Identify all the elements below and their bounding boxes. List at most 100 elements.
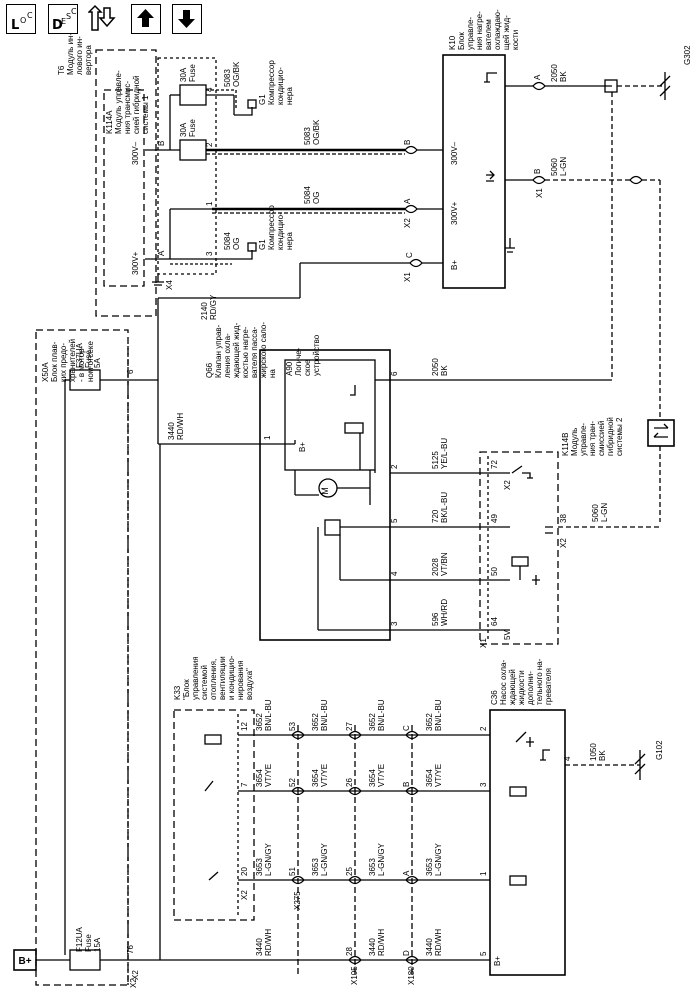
k114b-desc3: ния тран- [588,421,597,456]
desc-sub3: C [71,7,77,16]
w3652-4: 3652 [425,713,434,731]
q66-resistor [344,422,364,434]
a90-desc3: устройство [312,334,321,376]
k10-300vplus: 300V+ [450,201,459,225]
k10-box [442,54,506,289]
w3654-4: 3654 [425,769,434,787]
w3653-4-color: L-GN/GY [434,842,443,876]
w3654-3-color: VT/YE [377,764,386,787]
k114b-desc4: смиссией [597,421,606,456]
w2050-mid-color: BK [440,365,449,376]
k10-desc3: ния нагре- [475,11,484,50]
w3440-top-color: RD/WH [176,413,185,440]
w3440-b1: 3440 [255,938,264,956]
x105-25 [348,875,362,885]
pin-b: B [402,782,411,787]
w1050-color: BK [598,750,607,761]
c36-ground-int [540,749,550,761]
w3654-3: 3654 [368,769,377,787]
g102-ground [634,750,646,780]
desc-sub2: S [66,12,72,21]
pin-4-conn: 4 [205,87,214,92]
c36-desc2: ждающей [508,669,517,705]
current-flow-icon [87,4,116,31]
k114b-label: K114B [561,433,570,456]
w3654-2-color: VT/YE [320,764,329,787]
w3652-2: 3652 [311,713,320,731]
w2140-color: RD/GY [209,294,218,320]
t6-desc1: Модуль ин- [66,33,75,75]
k114b-desc5: гибридной [606,417,615,456]
current-flow-button[interactable] [87,4,118,34]
x2-k114b-38: X2 [559,538,568,548]
fuse-30a-2-word: Fuse [188,64,197,82]
q66-potentiometer [324,519,341,536]
k10-pin-b-conn [404,145,418,155]
k114a-desc2: ния трансмис- [123,81,132,134]
pin-26: 26 [345,778,354,787]
x275-label: X275 [293,891,302,910]
g1-bot-desc3: нера [285,232,294,250]
x4-ground [152,274,164,286]
c36-resistor-3 [509,786,527,797]
arrow-up-icon [137,9,154,27]
k114a-desc3: сией гибридной [132,76,141,135]
page-up-button[interactable] [131,4,161,34]
c36-pin-2: 2 [479,726,488,731]
x50a-box [35,329,129,986]
x50a-desc3: хранителей [68,339,77,382]
x50a-desc4: - в мотор- [77,345,86,382]
c36-switch [515,731,527,743]
k114b-5v: 5V [503,630,512,640]
w2028-color: VT/BN [440,552,449,576]
w3652-3-color: BN/L-BU [377,699,386,731]
k33-desc4: отопления, [209,659,218,700]
a90-label: A90 [285,361,294,376]
q66-desc1: Клапан управ- [214,324,223,378]
desc-letter: D [52,18,63,33]
location-button[interactable]: L O C [6,4,36,34]
k114a-pin-b: B [157,141,166,146]
w3653-3-color: L-GN/GY [377,842,386,876]
c36-box [489,709,566,976]
x4-label: X4 [165,280,174,290]
x50a-desc1: Блок плав- [50,341,59,382]
w2050-top-color: BK [559,71,568,82]
w5060-mid: 5060 [591,504,600,522]
w3652-1-color: BN/L-BU [264,699,273,731]
q66-pin-1: 1 [263,435,272,440]
f12ua-fuse: Fuse [84,934,93,952]
description-button[interactable]: D E S C [48,4,78,34]
c36-label: C36 [490,690,499,705]
g1-top-terminal [247,99,257,109]
schematic-lines [13,49,675,986]
c36-pin-5: 5 [479,951,488,956]
page-down-button[interactable] [172,4,202,34]
x1-k114b: X1 [479,638,488,648]
k33-resistor [204,734,222,745]
w3440-b3: 3440 [425,938,434,956]
k33-desc2: управления [191,656,200,700]
k10-pin-a-conn [404,204,418,214]
x1-k10-left: X1 [403,272,412,282]
k33-pin-12: 12 [240,722,249,731]
q66-pin-2: 2 [390,464,399,469]
f37ua-fuse: Fuse [84,350,93,368]
pin-a: A [402,870,411,876]
k10-pin-b-right-conn [532,175,546,185]
q66-desc6: жирского сало- [259,322,268,378]
k10-data-arrows [486,170,495,182]
f12ua-label: F12UA [75,926,84,952]
c36-resistor-1 [509,875,527,886]
c36-pin-3: 3 [479,782,488,787]
q66-desc4: костью нагре- [241,326,250,378]
pin-3-conn: 3 [205,251,214,256]
k10-pin-b-right: B [533,169,542,174]
w3440-b3-color: RD/WH [434,929,443,956]
loc-letter: L [11,18,20,33]
k33-box [173,709,255,921]
q66-pin-6: 6 [390,371,399,376]
k10-300vminus: 300V– [450,141,459,165]
w720: 720 [431,509,440,523]
k10-pin-a-right-conn [532,81,546,91]
